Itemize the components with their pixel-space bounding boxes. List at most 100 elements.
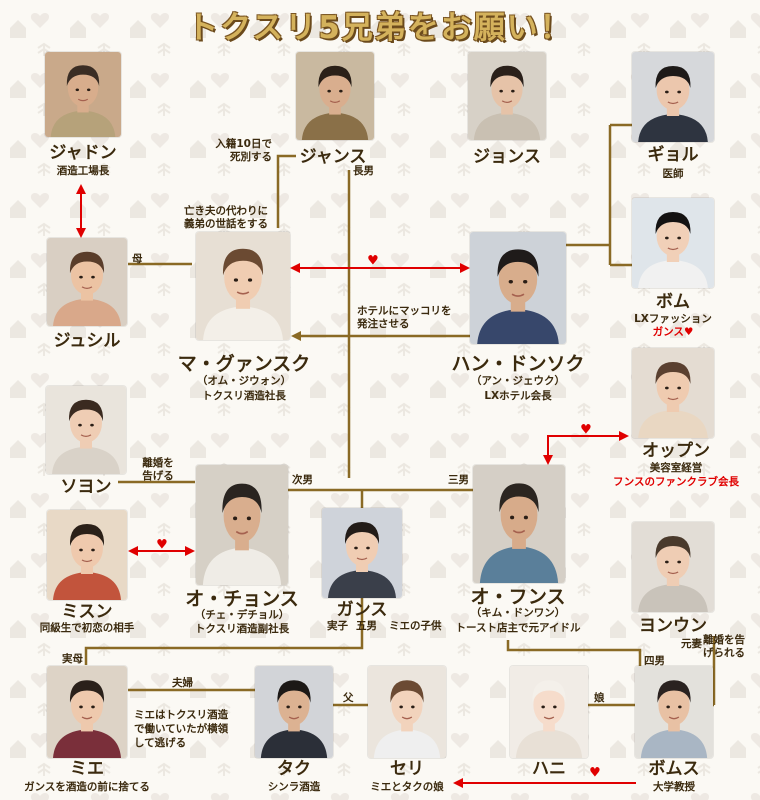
person-role: 酒造工場長 [56,165,110,177]
person-name: ジャドン [49,143,117,163]
relation-label-couple: 夫婦 [172,677,193,689]
portrait-photo [196,232,290,340]
person-jadon [45,52,121,137]
person-name: ハン・ドンソク [451,353,585,375]
portrait-photo [45,52,121,137]
portrait-photo [368,666,446,758]
portrait-photo [322,508,402,598]
person-jonsu [468,52,546,140]
person-subname: （オム・ジウォン） [196,375,292,387]
person-gwansuk [196,232,290,340]
person-subname: （チェ・デチョル） [194,609,290,621]
relation-label-mie-note: ミエはトクスリ酒造 で働いていたが横領 して逃げる [134,709,229,749]
person-name: オ・フンス [470,586,566,608]
person-role: ミエとタクの娘 [370,781,444,793]
person-name: ジョンス [473,147,541,167]
portrait-photo [468,52,546,140]
person-role: シンラ酒造 [267,781,321,793]
portrait-photo [632,198,714,288]
person-subname: （キム・ドンワン） [470,607,566,619]
relation-label-ex-wife: 元妻 [681,638,702,650]
portrait-photo [632,52,714,142]
relation-label-daughter: 娘 [594,692,605,704]
portrait-photo [196,465,288,585]
person-jansu [296,52,374,140]
person-name: ソヨン [60,477,112,497]
relation-label-real-mother: 実母 [62,653,83,665]
heart-icon: ♥ [156,537,168,553]
person-role: トースト店主で元アイドル [455,622,581,634]
relation-label-eldest: 長男 [353,165,374,177]
person-name: オップン [642,441,710,461]
person-name: オ・チョンス [185,588,299,610]
portrait-photo [473,465,565,583]
relation-label-fourth: 四男 [644,655,665,667]
relation-label-divorced: 離婚を告 げられる [703,634,745,659]
person-name: ボムス [648,759,700,779]
person-seri [368,666,446,758]
portrait-photo [635,666,713,758]
person-name: ボム [656,292,690,312]
person-role: 同級生で初恋の相手 [39,622,135,634]
person-hani [510,666,588,758]
person-role: 医師 [662,168,684,180]
person-name: マ・グァンスク [177,353,311,375]
portrait-photo [255,666,333,758]
relation-label-second: 次男 [292,474,313,486]
person-role: LXファッション [634,313,712,325]
person-yonun [632,522,714,612]
portrait-photo [47,238,127,326]
person-dongsok [470,232,566,344]
relation-label-son: 実子 [327,620,348,632]
portrait-photo [632,522,714,612]
person-soyon [46,386,126,474]
relation-label-hotel: ホテルにマッコリを 発注させる [357,305,452,330]
relation-label-mother: 母 [132,253,143,265]
person-role: LXホテル会長 [484,390,552,402]
relation-label-divorce: 離婚を 告げる [142,457,174,482]
person-name: ギョル [647,145,699,165]
portrait-photo [510,666,588,758]
relation-label-death: 入籍10日で 死別する [215,138,272,163]
person-name: ヨンウン [639,616,707,636]
portrait-photo [632,348,714,438]
person-name: ハニ [532,759,566,779]
person-chonsu [196,465,288,585]
page-title: トクスリ5兄弟をお願い！ [187,10,573,46]
person-name: ミスン [61,602,113,622]
person-role: トクスリ酒造副社長 [194,623,290,635]
person-name: セリ [390,759,424,779]
person-role: 大学教授 [653,781,695,793]
person-role: 美容室経営 [649,462,703,474]
person-taku [255,666,333,758]
portrait-photo [47,510,127,600]
person-gyoru [632,52,714,142]
person-fonsu [473,465,565,583]
person-misun [47,510,127,600]
person-jusil [47,238,127,326]
person-subname: （アン・ジェウク） [470,375,566,387]
heart-icon: ♥ [580,422,592,438]
person-name: ミエ [70,759,104,779]
person-role-highlight: ガンス♥ [652,326,694,338]
person-name: ジャンス [299,147,367,167]
person-name: タク [277,759,311,779]
person-name: ジュシル [53,331,121,351]
person-oppun [632,348,714,438]
person-bomu [632,198,714,288]
relation-label-father: 父 [343,692,354,704]
relation-label-fifth: 五男 [356,620,377,632]
person-bomusu [635,666,713,758]
heart-icon: ♥ [683,326,694,338]
person-gansu [322,508,402,598]
relation-label-third: 三男 [448,474,469,486]
portrait-photo [470,232,566,344]
person-mie [47,666,127,758]
relation-label-care: 亡き夫の代わりに 義弟の世話をする [184,205,268,230]
person-role: トクスリ酒造社長 [202,390,286,402]
portrait-photo [47,666,127,758]
heart-icon: ♥ [589,765,601,781]
person-role: ガンスを酒造の前に捨てる [24,781,150,793]
portrait-photo [296,52,374,140]
person-name: ガンス [336,600,388,620]
